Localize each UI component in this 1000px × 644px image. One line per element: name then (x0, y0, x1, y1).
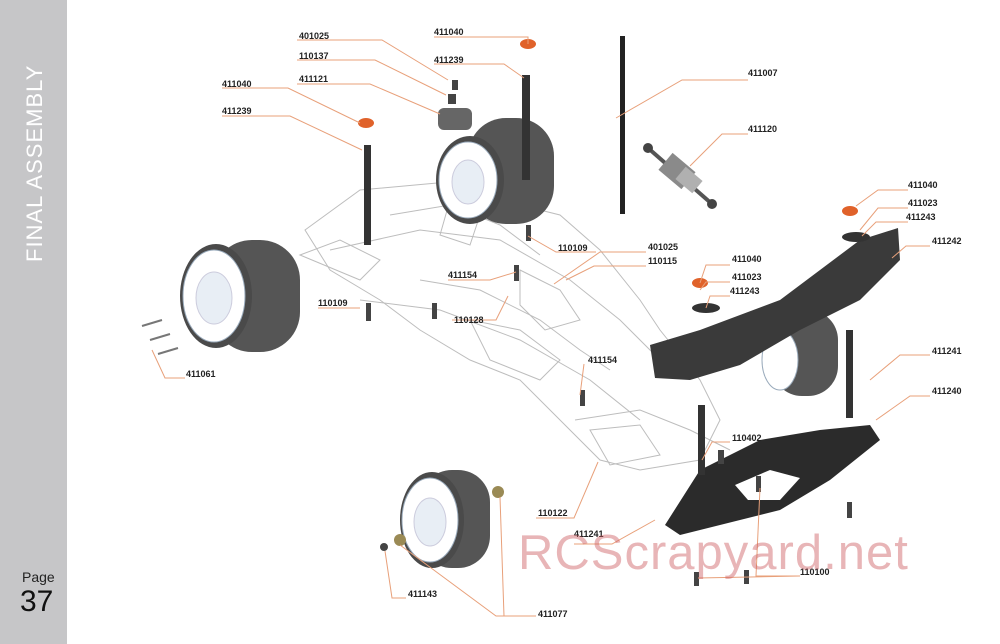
part-label: 110128 (454, 315, 484, 325)
part-label: 411023 (908, 198, 938, 208)
part-label: 411040 (732, 254, 762, 264)
part-label: 411061 (186, 369, 216, 379)
leader-lines (151, 36, 930, 617)
part-label: 411240 (932, 386, 962, 396)
part-label: 411040 (222, 79, 252, 89)
page-label: Page (22, 569, 55, 585)
part-label: 411120 (748, 124, 778, 134)
part-label: 110109 (558, 243, 588, 253)
part-label: 411040 (434, 27, 464, 37)
part-label: 411040 (908, 180, 938, 190)
part-label: 411243 (730, 286, 760, 296)
front-left-wheel (400, 470, 490, 568)
part-label: 411121 (299, 74, 329, 84)
rear-left-wheel (180, 240, 300, 352)
body-posts (364, 75, 853, 475)
part-label: 411241 (574, 529, 604, 539)
part-label: 110137 (299, 51, 329, 61)
section-title: FINAL ASSEMBLY (22, 64, 47, 262)
part-label: 110100 (800, 567, 830, 577)
part-label: 401025 (648, 242, 679, 252)
wheel-pins (141, 319, 179, 355)
part-label: 411154 (588, 355, 618, 365)
part-label: 411154 (448, 270, 478, 280)
shock-absorber-411120 (643, 143, 717, 209)
exploded-assembly-diagram (67, 0, 1000, 644)
sidebar: FINAL ASSEMBLY Page 37 (0, 0, 67, 644)
part-label: 110109 (318, 298, 348, 308)
small-hardware (366, 80, 852, 586)
part-label: 411077 (538, 609, 568, 619)
part-label: 110122 (538, 508, 568, 518)
part-label: 411241 (932, 346, 962, 356)
part-label: 411143 (408, 589, 438, 599)
rear-right-wheel (436, 118, 554, 224)
part-label: 110402 (732, 433, 762, 443)
page-number: 37 (20, 585, 54, 618)
part-label: 411242 (932, 236, 962, 246)
front-bumper (650, 228, 900, 380)
part-label: 411243 (906, 212, 936, 222)
part-label: 411239 (434, 55, 464, 65)
part-label: 411023 (732, 272, 762, 282)
part-label: 110115 (648, 256, 678, 266)
part-label: 401025 (299, 31, 330, 41)
part-label: 411239 (222, 106, 252, 116)
part-label: 411007 (748, 68, 778, 78)
antenna-rod (620, 36, 625, 214)
watermark: RCScrapyard.net (518, 526, 909, 580)
